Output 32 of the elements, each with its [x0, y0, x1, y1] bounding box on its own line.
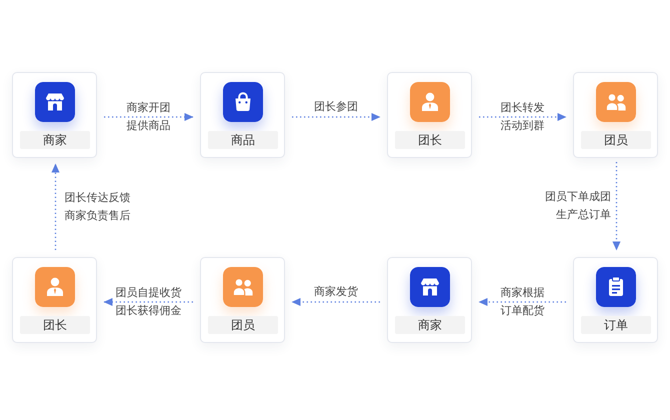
edge-label: 商家根据订单配货: [500, 285, 546, 319]
edge-label: 商家发货: [314, 284, 358, 300]
edge-label: 团员自提收货团长获得佣金: [114, 285, 183, 319]
edge-label: 商家开团提供商品: [126, 100, 172, 134]
dotted-arrow: [612, 162, 621, 250]
dotted-arrow: [51, 164, 60, 250]
process-card: [12, 257, 97, 343]
node-label: 订单: [581, 316, 651, 334]
process-card: [200, 72, 285, 158]
process-card: [573, 72, 658, 158]
dotted-arrow: [292, 112, 380, 122]
process-card: [387, 257, 472, 343]
node-label: 团员: [581, 131, 651, 149]
edge-label: 团长转发活动到群: [500, 100, 546, 134]
node-label: 商品: [208, 131, 278, 149]
process-card: [387, 72, 472, 158]
dotted-arrow: [104, 112, 194, 122]
node-label: 商家: [20, 131, 90, 149]
dotted-arrow: [292, 298, 380, 306]
process-card: [12, 72, 97, 158]
edge-label: 团长传达反馈商家负责售后: [64, 190, 132, 224]
process-card: [573, 257, 658, 343]
node-label: 团长: [20, 316, 90, 334]
edge-label: 团员下单成团生产总订单: [544, 189, 611, 223]
dotted-arrow: [104, 298, 193, 306]
process-card: [200, 257, 285, 343]
node-label: 团长: [395, 131, 465, 149]
dotted-arrow: [478, 298, 566, 306]
node-label: 团员: [208, 316, 278, 334]
dotted-arrow: [479, 112, 566, 122]
node-label: 商家: [395, 316, 465, 334]
edge-label: 团长参团: [314, 99, 358, 115]
